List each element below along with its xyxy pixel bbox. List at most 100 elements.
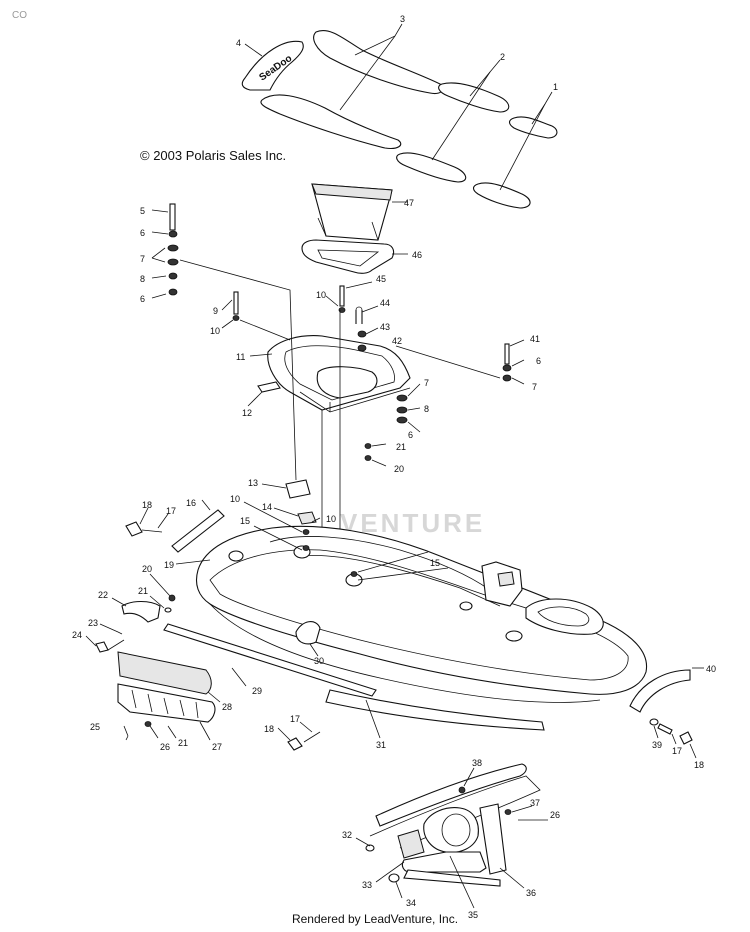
callout: 38 <box>472 758 482 768</box>
company-tag: CO <box>12 10 27 21</box>
callout: 20 <box>394 464 404 474</box>
callout-numbers: 1 2 3 4 5 6 6 7 8 6 9 10 11 12 10 45 44 … <box>72 14 716 920</box>
callout: 37 <box>530 798 540 808</box>
callout: 23 <box>88 618 98 628</box>
callout: 7 <box>532 382 537 392</box>
screw-17-bumper-18-bottom <box>277 721 321 751</box>
mat-1-lower <box>472 182 531 209</box>
callout: 6 <box>536 356 541 366</box>
callout: 40 <box>706 664 716 674</box>
rail-40 <box>629 667 704 759</box>
callout: 18 <box>264 724 274 734</box>
trim-29 <box>163 623 377 697</box>
callout: 17 <box>166 506 176 516</box>
leader-lines-top <box>244 23 553 191</box>
callout: 31 <box>376 740 386 750</box>
callout: 13 <box>248 478 258 488</box>
bumper-18-screw-17 <box>125 507 211 565</box>
callout: 5 <box>140 206 145 216</box>
leader-31 <box>365 699 381 739</box>
bolt-5-stack <box>151 203 179 299</box>
callout: 47 <box>404 198 414 208</box>
callout: 6 <box>408 430 413 440</box>
callout: 24 <box>72 630 82 640</box>
mat-3-upper <box>313 30 444 94</box>
callout: 28 <box>222 702 232 712</box>
trim-31 <box>325 689 545 731</box>
mat-2-upper <box>438 82 510 113</box>
callout: 43 <box>380 322 390 332</box>
callout: 36 <box>526 888 536 898</box>
callout: 12 <box>242 408 252 418</box>
callout: 10 <box>210 326 220 336</box>
callout: 15 <box>240 516 250 526</box>
callout: 10 <box>316 290 326 300</box>
callout: 3 <box>400 14 405 24</box>
rail-16 <box>171 499 225 553</box>
callout: 26 <box>550 810 560 820</box>
callout: 33 <box>362 880 372 890</box>
gasket-inner <box>317 249 380 267</box>
hull-body <box>195 525 648 703</box>
callout: 39 <box>652 740 662 750</box>
callout: 34 <box>406 898 416 908</box>
callout: 6 <box>140 294 145 304</box>
callout: 10 <box>326 514 336 524</box>
callout: 21 <box>396 442 406 452</box>
nozzle-inset <box>365 763 541 887</box>
hatch-frame-11 <box>267 335 411 413</box>
callout: 2 <box>500 52 505 62</box>
callout: 17 <box>290 714 300 724</box>
callout: 21 <box>138 586 148 596</box>
callout: 18 <box>694 760 704 770</box>
callout: 22 <box>98 590 108 600</box>
callout: 25 <box>90 722 100 732</box>
sponson-27-28 <box>117 651 221 741</box>
callout: 18 <box>142 500 152 510</box>
callout: 16 <box>186 498 196 508</box>
callout: 15 <box>430 558 440 568</box>
fender-30 <box>295 621 321 645</box>
callout: 7 <box>140 254 145 264</box>
callout: 45 <box>376 274 386 284</box>
leader-47-46 <box>392 201 408 255</box>
callout: 4 <box>236 38 241 48</box>
callout: 10 <box>230 494 240 504</box>
callout: 29 <box>252 686 262 696</box>
callout: 30 <box>314 656 324 666</box>
callout: 32 <box>342 830 352 840</box>
callout: 19 <box>164 560 174 570</box>
callout: 1 <box>553 82 558 92</box>
hardware-7-8-6-right <box>364 383 421 467</box>
leader-30 <box>309 643 319 657</box>
hardware-9-10 <box>221 281 379 352</box>
mat-1-upper <box>508 116 558 139</box>
gasket-46 <box>301 239 395 274</box>
callout: 20 <box>142 564 152 574</box>
block-13-clip-14 <box>243 479 449 581</box>
callout: 42 <box>392 336 402 346</box>
storage-bin-47 <box>311 183 393 241</box>
callout: 9 <box>213 306 218 316</box>
callout: 6 <box>140 228 145 238</box>
callout: 8 <box>424 404 429 414</box>
callout: 7 <box>424 378 429 388</box>
leader-lines-bottom <box>355 767 548 909</box>
latch-12 <box>247 381 281 407</box>
mat-3-lower <box>260 94 402 149</box>
callout: 46 <box>412 250 422 260</box>
callout: 11 <box>236 352 245 362</box>
callout: 17 <box>672 746 682 756</box>
copyright-text: © 2003 Polaris Sales Inc. <box>140 148 287 163</box>
callout: 26 <box>160 742 170 752</box>
leader-29 <box>231 667 247 687</box>
footer-text: Rendered by LeadVenture, Inc. <box>291 912 459 926</box>
callout: 14 <box>262 502 272 512</box>
callout: 44 <box>380 298 390 308</box>
mat-2-lower <box>396 152 467 183</box>
bracket-22 <box>85 573 176 653</box>
callout: 35 <box>468 910 478 920</box>
callout: 27 <box>212 742 222 752</box>
